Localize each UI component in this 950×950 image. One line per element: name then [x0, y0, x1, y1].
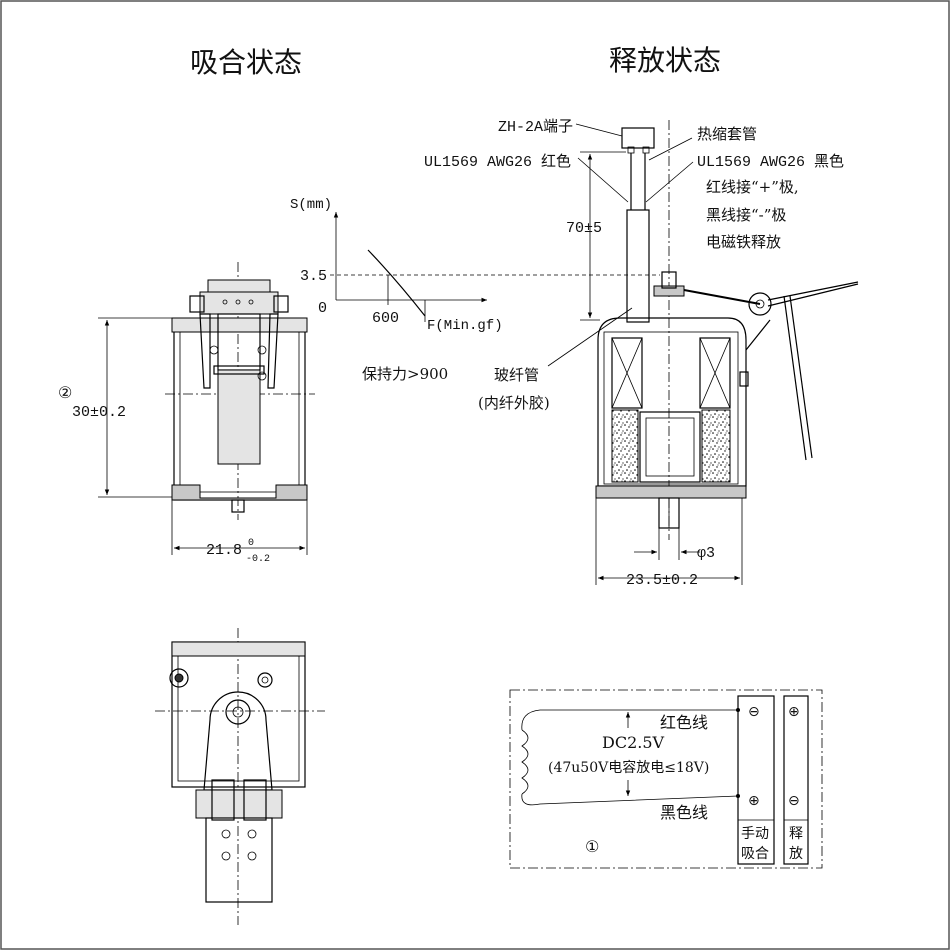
- width-dim-sub: -0.2: [246, 554, 270, 565]
- manual-minus-symbol: ⊖: [748, 704, 760, 720]
- shaft-dia-label: φ3: [697, 545, 715, 562]
- polarity-note-2: 黑线接“-”极: [706, 206, 786, 224]
- polarity-note-3: 电磁铁释放: [706, 233, 781, 251]
- graph-x-label: F(Min.gf): [427, 318, 503, 334]
- attracted-side-view: [165, 262, 315, 520]
- left-width-dimension: [171, 500, 308, 555]
- circuit-capacitor: (47u50V电容放电≤18V): [548, 759, 709, 776]
- manual-plus-symbol: ⊕: [748, 793, 760, 809]
- force-stroke-graph: [330, 212, 660, 322]
- graph-y-label: S(mm): [290, 197, 332, 213]
- note-marker-2: ②: [58, 385, 72, 403]
- released-side-view: [595, 120, 859, 540]
- shaft-diameter-dimension: [634, 528, 700, 560]
- release-minus-symbol: ⊖: [788, 793, 800, 809]
- title-attracted: 吸合状态: [190, 46, 302, 79]
- polarity-note-1: 红线接“+”极,: [706, 178, 799, 196]
- right-width-dimension: [595, 498, 743, 585]
- force-curve: [367, 249, 426, 317]
- manual-attract-line1: 手动: [741, 826, 769, 842]
- circuit-red-wire: 红色线: [660, 713, 708, 732]
- graph-x-tick-600: 600: [372, 310, 399, 327]
- release-line1: 释: [789, 826, 803, 842]
- graph-y-tick-0: 0: [318, 300, 327, 317]
- fiber-tube: [626, 209, 650, 323]
- right-width-label: 23.5±0.2: [626, 572, 698, 589]
- red-wire-spec: UL1569 AWG26 红色: [424, 153, 571, 171]
- title-released: 释放状态: [609, 44, 721, 77]
- circuit-voltage: DC2.5V: [602, 733, 665, 752]
- holding-force: 保持力>900: [362, 365, 448, 383]
- right-leaders: [547, 123, 694, 367]
- fiber-tube-sub-label: (内纤外胶): [478, 394, 550, 412]
- zh-terminal: [621, 127, 655, 149]
- release-plus-symbol: ⊕: [788, 704, 800, 720]
- height-dim-label: 30±0.2: [72, 404, 126, 421]
- terminal-label: ZH-2A端子: [498, 118, 573, 136]
- release-line2: 放: [789, 846, 803, 862]
- top-view: [155, 628, 325, 925]
- fiber-tube-label: 玻纤管: [494, 366, 539, 384]
- circuit-diagram: [509, 689, 823, 869]
- width-dim-sup: 0: [248, 538, 254, 549]
- lead-length-label: 70±5: [566, 220, 602, 237]
- heat-shrink-label: 热缩套管: [697, 125, 757, 143]
- height-dimension: [98, 317, 172, 498]
- circuit-black-wire: 黑色线: [660, 803, 708, 822]
- note-marker-1: ①: [585, 837, 599, 856]
- graph-y-tick-3.5: 3.5: [300, 268, 327, 285]
- black-wire-spec: UL1569 AWG26 黑色: [697, 153, 844, 171]
- lead-length-dimension: [580, 151, 626, 321]
- width-dim-base: 21.8: [206, 542, 242, 559]
- manual-attract-line2: 吸合: [741, 846, 769, 862]
